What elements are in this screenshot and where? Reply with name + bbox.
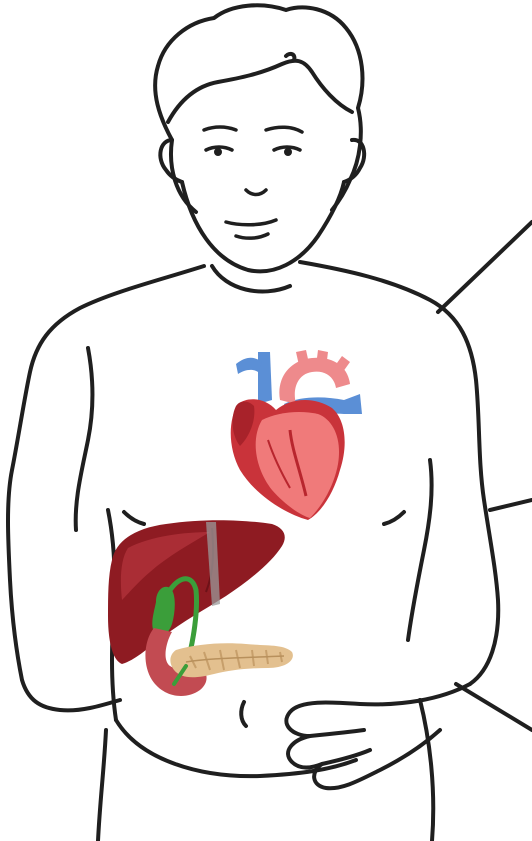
lower-body-left: [98, 730, 106, 841]
navel: [241, 702, 246, 726]
right-pupil: [284, 148, 292, 156]
pancreas: [170, 643, 292, 677]
superior-vena-cava: [258, 352, 272, 404]
pancreas-icon: [145, 628, 292, 696]
face: [204, 127, 302, 238]
left-pupil: [214, 148, 222, 156]
right-ear: [344, 140, 364, 182]
finger-line: [310, 730, 364, 736]
heart-icon: [231, 350, 362, 520]
pointer-lines: [438, 222, 532, 730]
pointer-line-middle: [490, 500, 532, 510]
torso-left: [8, 266, 204, 710]
aorta-branch-2: [316, 350, 328, 368]
left-eyebrow: [204, 127, 236, 130]
pointer-line-bottom: [456, 684, 532, 730]
nose: [246, 190, 266, 195]
hair-line: [168, 61, 352, 122]
right-arm-inner: [408, 460, 432, 640]
right-eyebrow: [266, 127, 302, 132]
jaw: [182, 182, 344, 271]
pointer-line-top: [438, 222, 532, 312]
hair-tuft: [286, 54, 294, 60]
vessel-branch-left: [236, 358, 262, 374]
lower-body-right: [420, 700, 433, 841]
chest-crease-right: [384, 512, 404, 524]
chest-crease-left: [124, 512, 144, 524]
lower-lip: [236, 234, 268, 238]
mouth: [226, 220, 276, 225]
left-arm-inner: [76, 348, 93, 530]
head-outline: [155, 5, 362, 212]
